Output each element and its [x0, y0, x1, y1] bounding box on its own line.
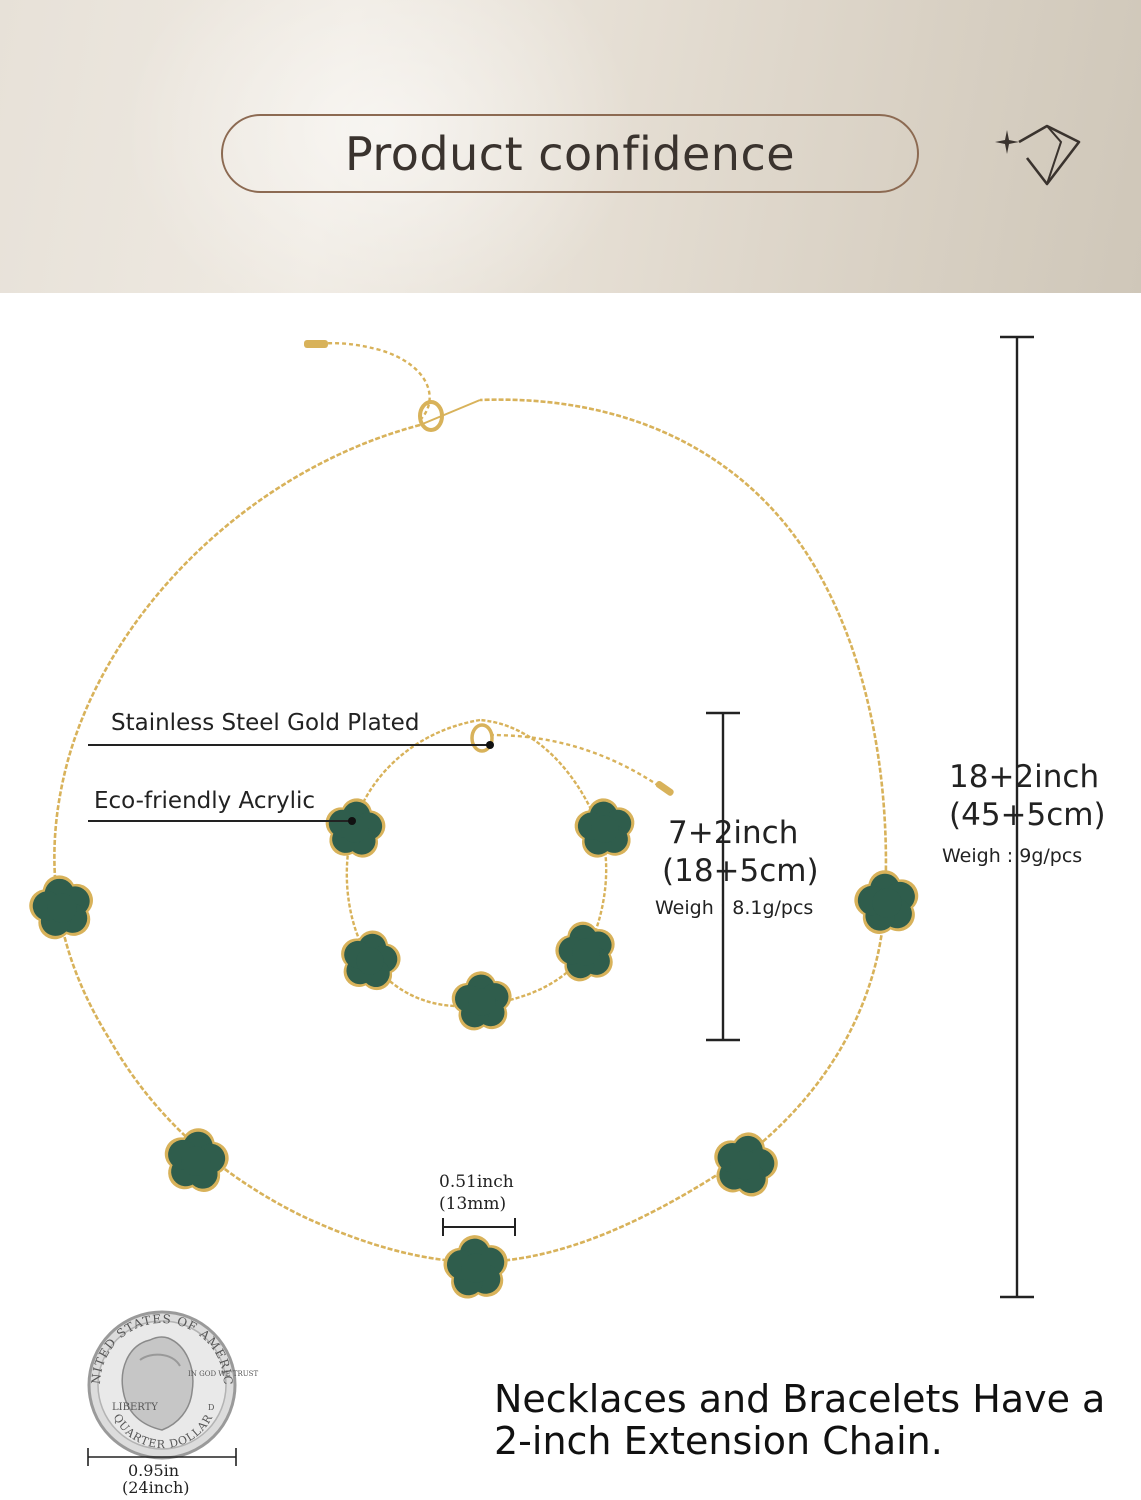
- necklace-weight: Weigh : 9g/pcs: [942, 845, 1083, 867]
- bracelet-dimension: [706, 711, 740, 1042]
- bracelet-clasp: [470, 723, 494, 753]
- bracelet: [345, 718, 674, 1008]
- necklace-chain: [53, 398, 888, 1264]
- clover-charm: [449, 969, 514, 1032]
- necklace-dimension: [1000, 335, 1034, 1299]
- necklace-clasp: [418, 400, 444, 432]
- bracelet-weight: Weigh : 8.1g/pcs: [655, 897, 814, 919]
- necklace-length-in: 18+2inch: [949, 759, 1100, 795]
- coin-size-in: 0.95in: [128, 1461, 180, 1480]
- callout-dot-charm: [348, 817, 356, 825]
- bracelet-length-in: 7+2inch: [668, 815, 799, 851]
- clover-charm: [335, 925, 405, 994]
- bracelet-length-cm: (18+5cm): [662, 853, 819, 889]
- coin-size-inch: (24inch): [122, 1478, 190, 1497]
- extension-note-line1: Necklaces and Bracelets Have a: [494, 1377, 1106, 1421]
- callout-label-chain: Stainless Steel Gold Plated: [111, 710, 420, 736]
- necklace: [53, 340, 888, 1264]
- callout-dot-chain: [486, 741, 494, 749]
- charm-size-mm: (13mm): [439, 1194, 507, 1214]
- clover-charm: [850, 865, 923, 937]
- necklace-length-cm: (45+5cm): [949, 797, 1106, 833]
- extension-note-line2: 2-inch Extension Chain.: [494, 1419, 943, 1463]
- clover-charm: [707, 1126, 784, 1201]
- quarter-coin: [87, 1310, 237, 1460]
- clover-charm: [24, 869, 99, 943]
- clover-charm: [571, 795, 638, 860]
- bracelet-end-tab: [655, 780, 674, 796]
- page-title: Product confidence: [344, 126, 796, 181]
- title-pill: Product confidence: [221, 114, 919, 193]
- charm-size-inch: 0.51inch: [439, 1172, 514, 1192]
- callout-label-charm: Eco-friendly Acrylic: [94, 788, 316, 814]
- clover-charm: [160, 1123, 233, 1195]
- clover-charm: [322, 795, 389, 860]
- coin-size-dimension: [87, 1448, 237, 1466]
- clover-charms: [24, 795, 923, 1301]
- necklace-end-tab: [304, 340, 328, 348]
- diamond-sparkle-icon: [995, 124, 1081, 186]
- clover-charm: [550, 915, 622, 986]
- charm-size-dimension: [442, 1218, 516, 1236]
- header-banner: Product confidence: [0, 0, 1141, 293]
- clover-charm: [441, 1232, 511, 1301]
- necklace-extension-right: [419, 399, 481, 426]
- header-sheen: [120, 0, 640, 293]
- necklace-extension: [309, 341, 431, 421]
- bracelet-extension: [489, 733, 666, 791]
- extension-note: Necklaces and Bracelets Have a 2-inch Ex…: [494, 1378, 1105, 1462]
